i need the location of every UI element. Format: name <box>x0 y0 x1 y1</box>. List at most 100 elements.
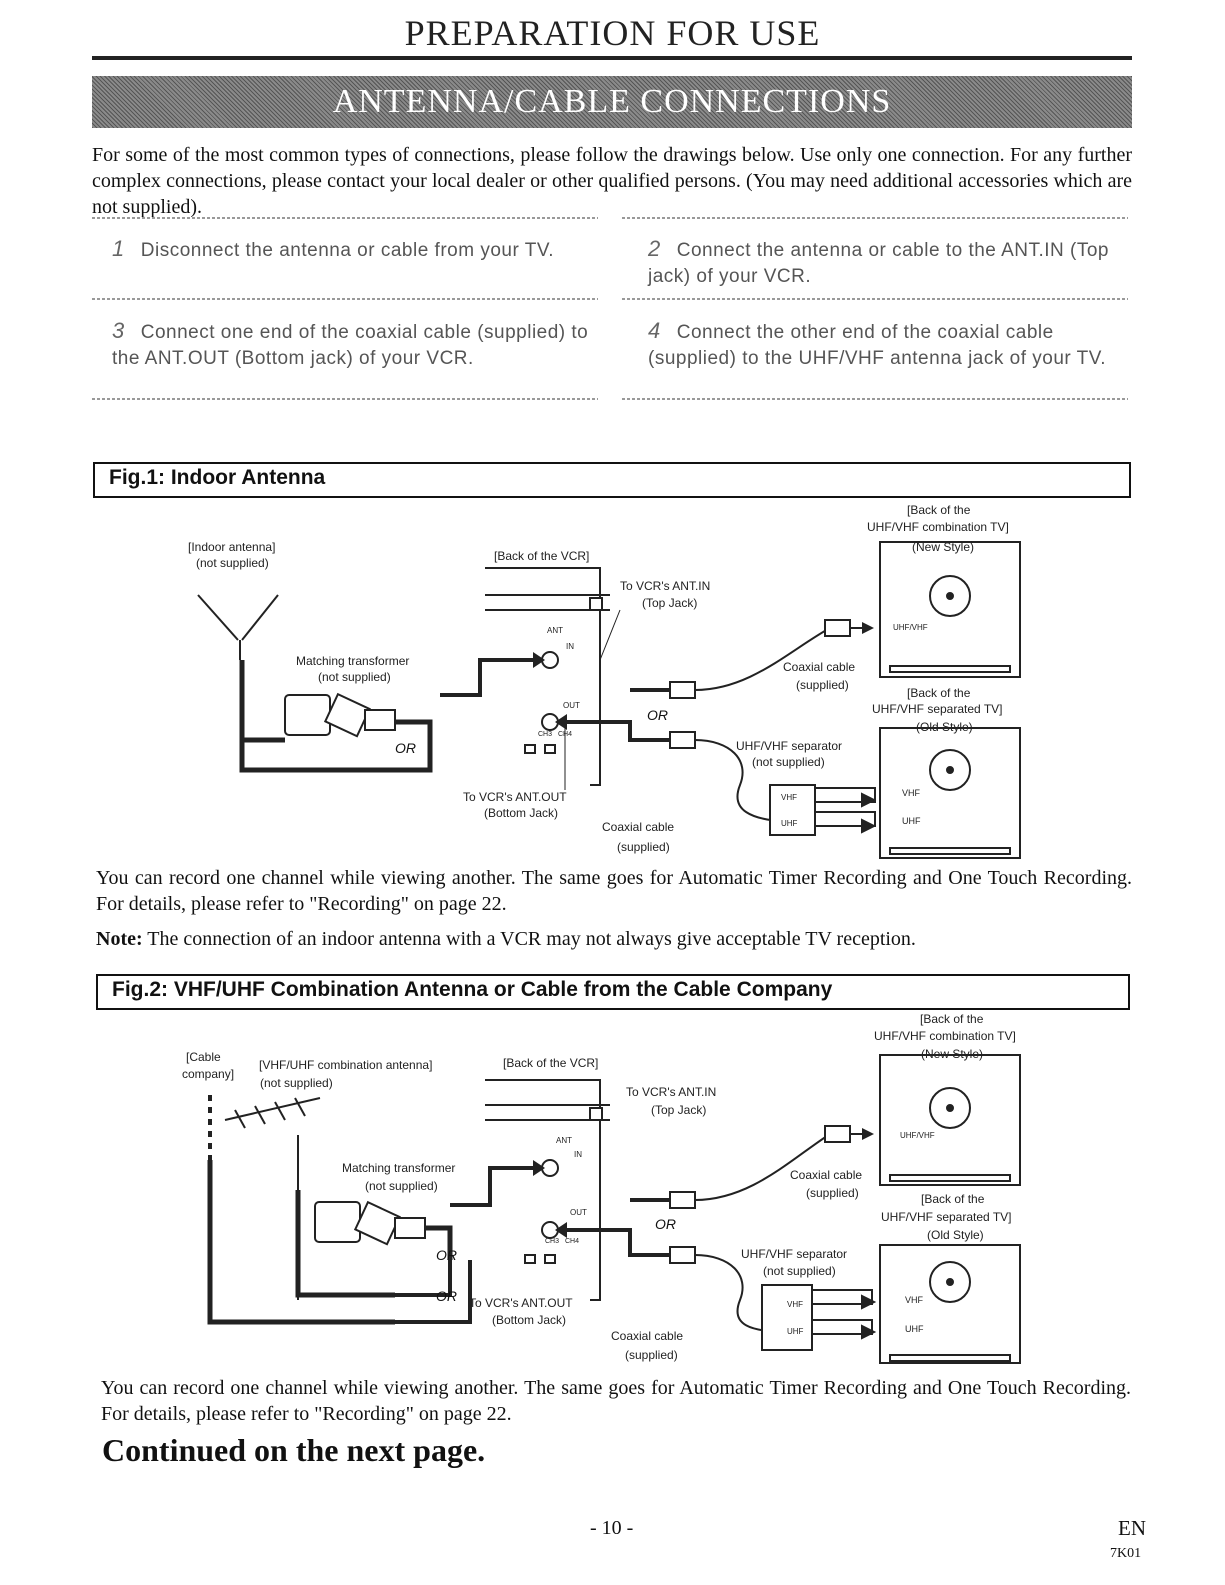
fig2-tv-separated-back <box>879 1244 1021 1364</box>
page-title: PREPARATION FOR USE <box>404 13 821 53</box>
fig1-to-ant-in: To VCR's ANT.IN <box>620 579 711 593</box>
fig2-vcr-back-panel <box>485 1079 610 1301</box>
fig2-description: You can record one channel while viewing… <box>101 1377 1131 1425</box>
tv-combination-back <box>879 541 1021 678</box>
step-rule <box>92 217 598 219</box>
fig2-combo-antenna: [VHF/UHF combination antenna] <box>259 1058 433 1072</box>
fig1-back-vcr: [Back of the VCR] <box>494 549 590 563</box>
fig2-to-ant-in: To VCR's ANT.IN <box>626 1085 717 1099</box>
step-text: Disconnect the antenna or cable from you… <box>140 240 555 261</box>
fig1-or-left: OR <box>395 740 416 756</box>
fig2-or-right: OR <box>655 1216 676 1232</box>
fig2-out-label: OUT <box>570 1208 587 1217</box>
note-label: Note: <box>96 928 143 950</box>
fig2-in-label: IN <box>574 1150 582 1159</box>
step-rule <box>622 298 1128 300</box>
language-code: EN <box>1118 1516 1146 1540</box>
fig1-back-tv-combo-2: UHF/VHF combination TV] <box>867 520 1009 534</box>
fig2-matching-transformer-icon <box>314 1200 426 1246</box>
fig2-ch3-label: CH3 <box>545 1238 560 1245</box>
fig1-ch4-label: CH4 <box>558 731 573 738</box>
section-banner: ANTENNA/CABLE CONNECTIONS <box>92 76 1132 128</box>
section-banner-text: ANTENNA/CABLE CONNECTIONS <box>332 83 892 120</box>
fig2-or-left-lower: OR <box>436 1288 457 1304</box>
fig2-title: Fig.2: VHF/UHF Combination Antenna or Ca… <box>112 978 833 1001</box>
fig1-ch3-label: CH3 <box>538 731 553 738</box>
fig2-separator-not-supplied: (not supplied) <box>763 1264 836 1278</box>
indoor-antenna-icon <box>197 594 279 660</box>
fig1-supplied-lower: (supplied) <box>617 840 670 854</box>
fig1-bottom-jack: (Bottom Jack) <box>484 806 559 820</box>
step-number: 4 <box>648 318 661 343</box>
fig2-supplied-lower: (supplied) <box>625 1348 678 1362</box>
page-number: - 10 - <box>590 1517 634 1539</box>
fig2-cable-company-2: company] <box>182 1067 235 1081</box>
fig2-supplied-upper: (supplied) <box>806 1186 859 1200</box>
fig2-transformer-not-supplied: (not supplied) <box>365 1179 438 1193</box>
fig1-coaxial-upper: Coaxial cable <box>783 660 856 674</box>
fig2-cable-company-1: [Cable <box>186 1050 221 1064</box>
fig2-new-style: (New Style) <box>921 1047 984 1061</box>
fig2-antenna-not-supplied: (not supplied) <box>260 1076 333 1090</box>
step-1: 1 Disconnect the antenna or cable from yo… <box>112 236 602 264</box>
step-rule <box>92 298 598 300</box>
fig2-uhf-vhf-separator-icon <box>761 1284 877 1351</box>
fig1-tv-vhf: VHF <box>902 788 920 798</box>
fig1-new-style: (New Style) <box>912 540 975 554</box>
fig1-transformer-label: Matching transformer <box>296 654 410 668</box>
tv-separated-back <box>879 727 1021 859</box>
fig1-indoor-antenna-label: [Indoor antenna] <box>188 540 276 554</box>
fig2-back-tv-combo-1: [Back of the <box>920 1012 984 1026</box>
fig2-back-vcr: [Back of the VCR] <box>503 1056 599 1070</box>
step-number: 1 <box>112 236 125 261</box>
fig1-uhfvhf-jack: UHF/VHF <box>893 623 928 632</box>
fig1-transformer-not-supplied: (not supplied) <box>318 670 391 684</box>
fig1-tv-uhf: UHF <box>902 816 921 826</box>
fig2-coaxial-upper: Coaxial cable <box>790 1168 863 1182</box>
fig1-separator: UHF/VHF separator <box>736 739 843 753</box>
step-rule <box>622 398 1128 400</box>
fig1-ant-label: ANT <box>547 626 563 635</box>
document-code: 7K01 <box>1110 1546 1142 1561</box>
fig1-supplied-upper: (supplied) <box>796 678 849 692</box>
fig2-top-jack: (Top Jack) <box>651 1103 707 1117</box>
fig2-uhfvhf-jack: UHF/VHF <box>900 1131 935 1140</box>
combination-antenna-icon <box>224 1097 321 1300</box>
fig2-back-tv-combo-2: UHF/VHF combination TV] <box>874 1029 1016 1043</box>
note: Note: The connection of an indoor antenn… <box>96 926 1132 952</box>
fig1-out-label: OUT <box>563 701 580 710</box>
fig2-coaxial-lower: Coaxial cable <box>611 1329 684 1343</box>
step-rule <box>92 398 598 400</box>
step-rule <box>622 217 1128 219</box>
intro-paragraph: For some of the most common types of con… <box>92 144 1132 218</box>
fig2-diagram <box>207 1054 1021 1364</box>
continued-note: Continued on the next page. <box>102 1432 486 1468</box>
fig1-title-box: Fig.1: Indoor Antenna <box>93 462 1131 498</box>
fig2-back-tv-sep-1: [Back of the <box>921 1192 985 1206</box>
fig2-separator: UHF/VHF separator <box>741 1247 848 1261</box>
fig1-antenna-not-supplied: (not supplied) <box>196 556 269 570</box>
vcr-back-panel <box>485 567 610 786</box>
fig2-to-ant-out: To VCR's ANT.OUT <box>469 1296 573 1310</box>
fig2-old-style: (Old Style) <box>927 1228 984 1242</box>
fig2-bottom-jack: (Bottom Jack) <box>492 1313 567 1327</box>
fig1-diagram <box>197 541 1021 859</box>
fig2-tv-vhf: VHF <box>905 1295 923 1305</box>
fig2-sep-uhf: UHF <box>787 1327 804 1336</box>
matching-transformer-icon <box>284 692 396 738</box>
fig2-tv-uhf: UHF <box>905 1324 924 1334</box>
fig1-title: Fig.1: Indoor Antenna <box>109 466 326 489</box>
step-text: Connect the other end of the coaxial cab… <box>648 322 1106 369</box>
fig1-to-ant-out: To VCR's ANT.OUT <box>463 790 567 804</box>
fig1-separator-not-supplied: (not supplied) <box>752 755 825 769</box>
fig1-back-tv-combo-1: [Back of the <box>907 503 971 517</box>
step-number: 2 <box>648 236 661 261</box>
fig2-ant-label: ANT <box>556 1136 572 1145</box>
uhf-vhf-separator-icon <box>769 784 877 836</box>
fig2-transformer-label: Matching transformer <box>342 1161 456 1175</box>
step-number: 3 <box>112 318 125 343</box>
fig2-sep-vhf: VHF <box>787 1300 803 1309</box>
fig1-sep-uhf: UHF <box>781 819 798 828</box>
